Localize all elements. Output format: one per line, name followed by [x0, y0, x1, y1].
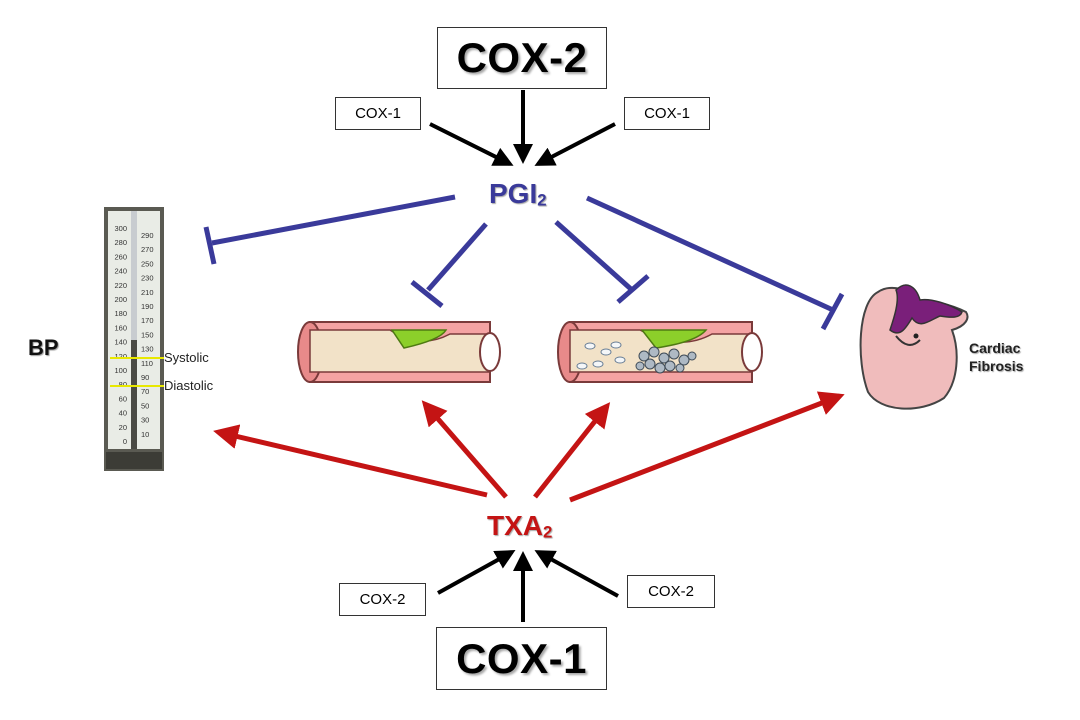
gauge-tick-right-30: 30 [141, 416, 149, 425]
systolic-label: Systolic [164, 350, 209, 365]
promote-vessel-1 [421, 400, 508, 499]
gauge-tick-left-40: 40 [119, 409, 127, 418]
thrombus-cluster [635, 346, 697, 374]
blood-vessel-thrombus [557, 321, 763, 383]
gauge-tick-right-10: 10 [141, 430, 149, 439]
gauge-tick-right-110: 110 [141, 359, 153, 368]
heart-image [859, 284, 969, 410]
plaque [390, 329, 448, 349]
gauge-tick-right-190: 190 [141, 302, 154, 311]
cox1-bottom-box: COX-1 [436, 627, 607, 690]
inhibit-vessel-1 [410, 222, 488, 308]
gauge-tick-right-130: 130 [141, 345, 154, 354]
gauge-tick-right-150: 150 [141, 330, 154, 339]
bp-label: BP [28, 335, 59, 360]
cox2-top-box: COX-2 [437, 27, 607, 89]
cox2-bottom-right-box: COX-2 [627, 575, 715, 608]
inhibit-bp [203, 194, 456, 265]
cardiac-fibrosis-label: Cardiac Fibrosis [969, 340, 1024, 374]
gauge-tick-right-70: 70 [141, 387, 149, 396]
arrow-top-right [534, 122, 616, 166]
inhibit-vessel-2 [554, 220, 650, 304]
gauge-tick-left-60: 60 [119, 394, 127, 403]
gauge-tick-left-280: 280 [114, 238, 127, 247]
gauge-tick-left-0: 0 [123, 437, 127, 446]
gauge-tick-left-140: 140 [114, 338, 127, 347]
gauge-tick-left-160: 160 [114, 323, 127, 332]
cox1-top-left-label: COX-1 [355, 105, 401, 122]
cox2-top-label: COX-2 [456, 34, 588, 81]
gauge-tick-left-80: 80 [119, 380, 127, 389]
gauge-tick-right-250: 250 [141, 259, 154, 268]
gauge-tick-left-180: 180 [114, 309, 127, 318]
promote-bp [213, 424, 488, 498]
bp-gauge-image: 3002802602402202001801601401201008060402… [104, 207, 214, 471]
gauge-tick-left-260: 260 [114, 252, 127, 261]
gauge-tick-left-120: 120 [114, 352, 127, 361]
top-source-arrows [429, 90, 616, 166]
pgi2-label: PGI2 [489, 178, 547, 210]
promote-heart [569, 391, 845, 503]
promote-arrows [213, 391, 845, 503]
gauge-scale-right: 290 270 250 230 210 190 170 150 130 110 90 70 50 30 10 [141, 231, 154, 439]
diastolic-label: Diastolic [164, 378, 214, 393]
gauge-tick-right-230: 230 [141, 274, 154, 283]
gauge-tick-right-90: 90 [141, 373, 149, 382]
bottom-source-arrows [437, 550, 619, 622]
cox2-bottom-left-label: COX-2 [359, 591, 406, 608]
inhibition-lines [203, 194, 845, 331]
gauge-tick-left-300: 300 [114, 224, 127, 233]
cox1-top-right-label: COX-1 [644, 105, 690, 122]
gauge-tick-right-50: 50 [141, 401, 149, 410]
gauge-tick-left-100: 100 [114, 366, 127, 375]
cox1-top-right-box: COX-1 [624, 97, 710, 130]
cox1-top-left-box: COX-1 [335, 97, 421, 130]
gauge-tick-right-270: 270 [141, 245, 154, 254]
cox2-bottom-right-label: COX-2 [648, 583, 694, 600]
gauge-tick-right-170: 170 [141, 316, 154, 325]
gauge-tick-left-200: 200 [114, 295, 127, 304]
gauge-scale-left: 3002802602402202001801601401201008060402… [114, 224, 127, 446]
gauge-tick-left-20: 20 [119, 423, 127, 432]
gauge-tick-right-290: 290 [141, 231, 154, 240]
cox2-bottom-left-box: COX-2 [339, 583, 426, 616]
blood-cells [576, 341, 626, 370]
arrow-bottom-right [534, 550, 619, 598]
gauge-tick-right-210: 210 [141, 288, 154, 297]
gauge-tick-left-240: 240 [114, 267, 127, 276]
promote-vessel-2 [533, 402, 611, 499]
arrow-top-left [429, 122, 514, 166]
cox1-bottom-label: COX-1 [456, 634, 587, 682]
blood-vessel-narrowed [297, 321, 501, 383]
gauge-tick-left-220: 220 [114, 281, 127, 290]
arrow-bottom-left [437, 550, 516, 595]
inhibit-heart [585, 195, 845, 331]
txa2-label: TXA2 [487, 510, 553, 542]
